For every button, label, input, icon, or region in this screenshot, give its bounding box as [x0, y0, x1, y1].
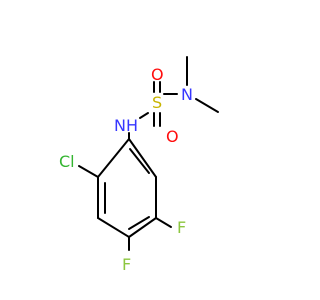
bond-n-me-right — [195, 98, 219, 113]
ring-double-bond-c4-c5 — [128, 216, 150, 230]
bond-n-s — [139, 112, 149, 119]
sulfur-label: S — [152, 93, 162, 112]
fluorine-bottom-label: F — [122, 255, 131, 274]
bond-c5-f — [155, 217, 172, 228]
fluorine-right-label: F — [177, 218, 186, 237]
structure-drawing: Cl NH S O O N F F — [59, 56, 219, 274]
ring-bond-c1-c6 — [128, 138, 157, 178]
amine-nitrogen-label: N — [181, 85, 193, 104]
bonds — [78, 56, 219, 251]
nh-label: NH — [114, 116, 138, 135]
ring-bond-c1-c2 — [97, 138, 130, 178]
chlorine-label: Cl — [59, 152, 75, 171]
ring-bond-c3-c4 — [97, 217, 130, 238]
oxygen-bottom-label: O — [166, 127, 179, 146]
bond-c2-cl — [78, 165, 99, 178]
oxygen-top-label: O — [151, 65, 164, 84]
atom-labels: Cl NH S O O N F F — [59, 65, 193, 274]
molecule-canvas: Cl NH S O O N F F — [59, 56, 219, 274]
ring-double-bond-c1-c6 — [129, 148, 150, 174]
ring-bond-c4-c5 — [128, 217, 157, 238]
